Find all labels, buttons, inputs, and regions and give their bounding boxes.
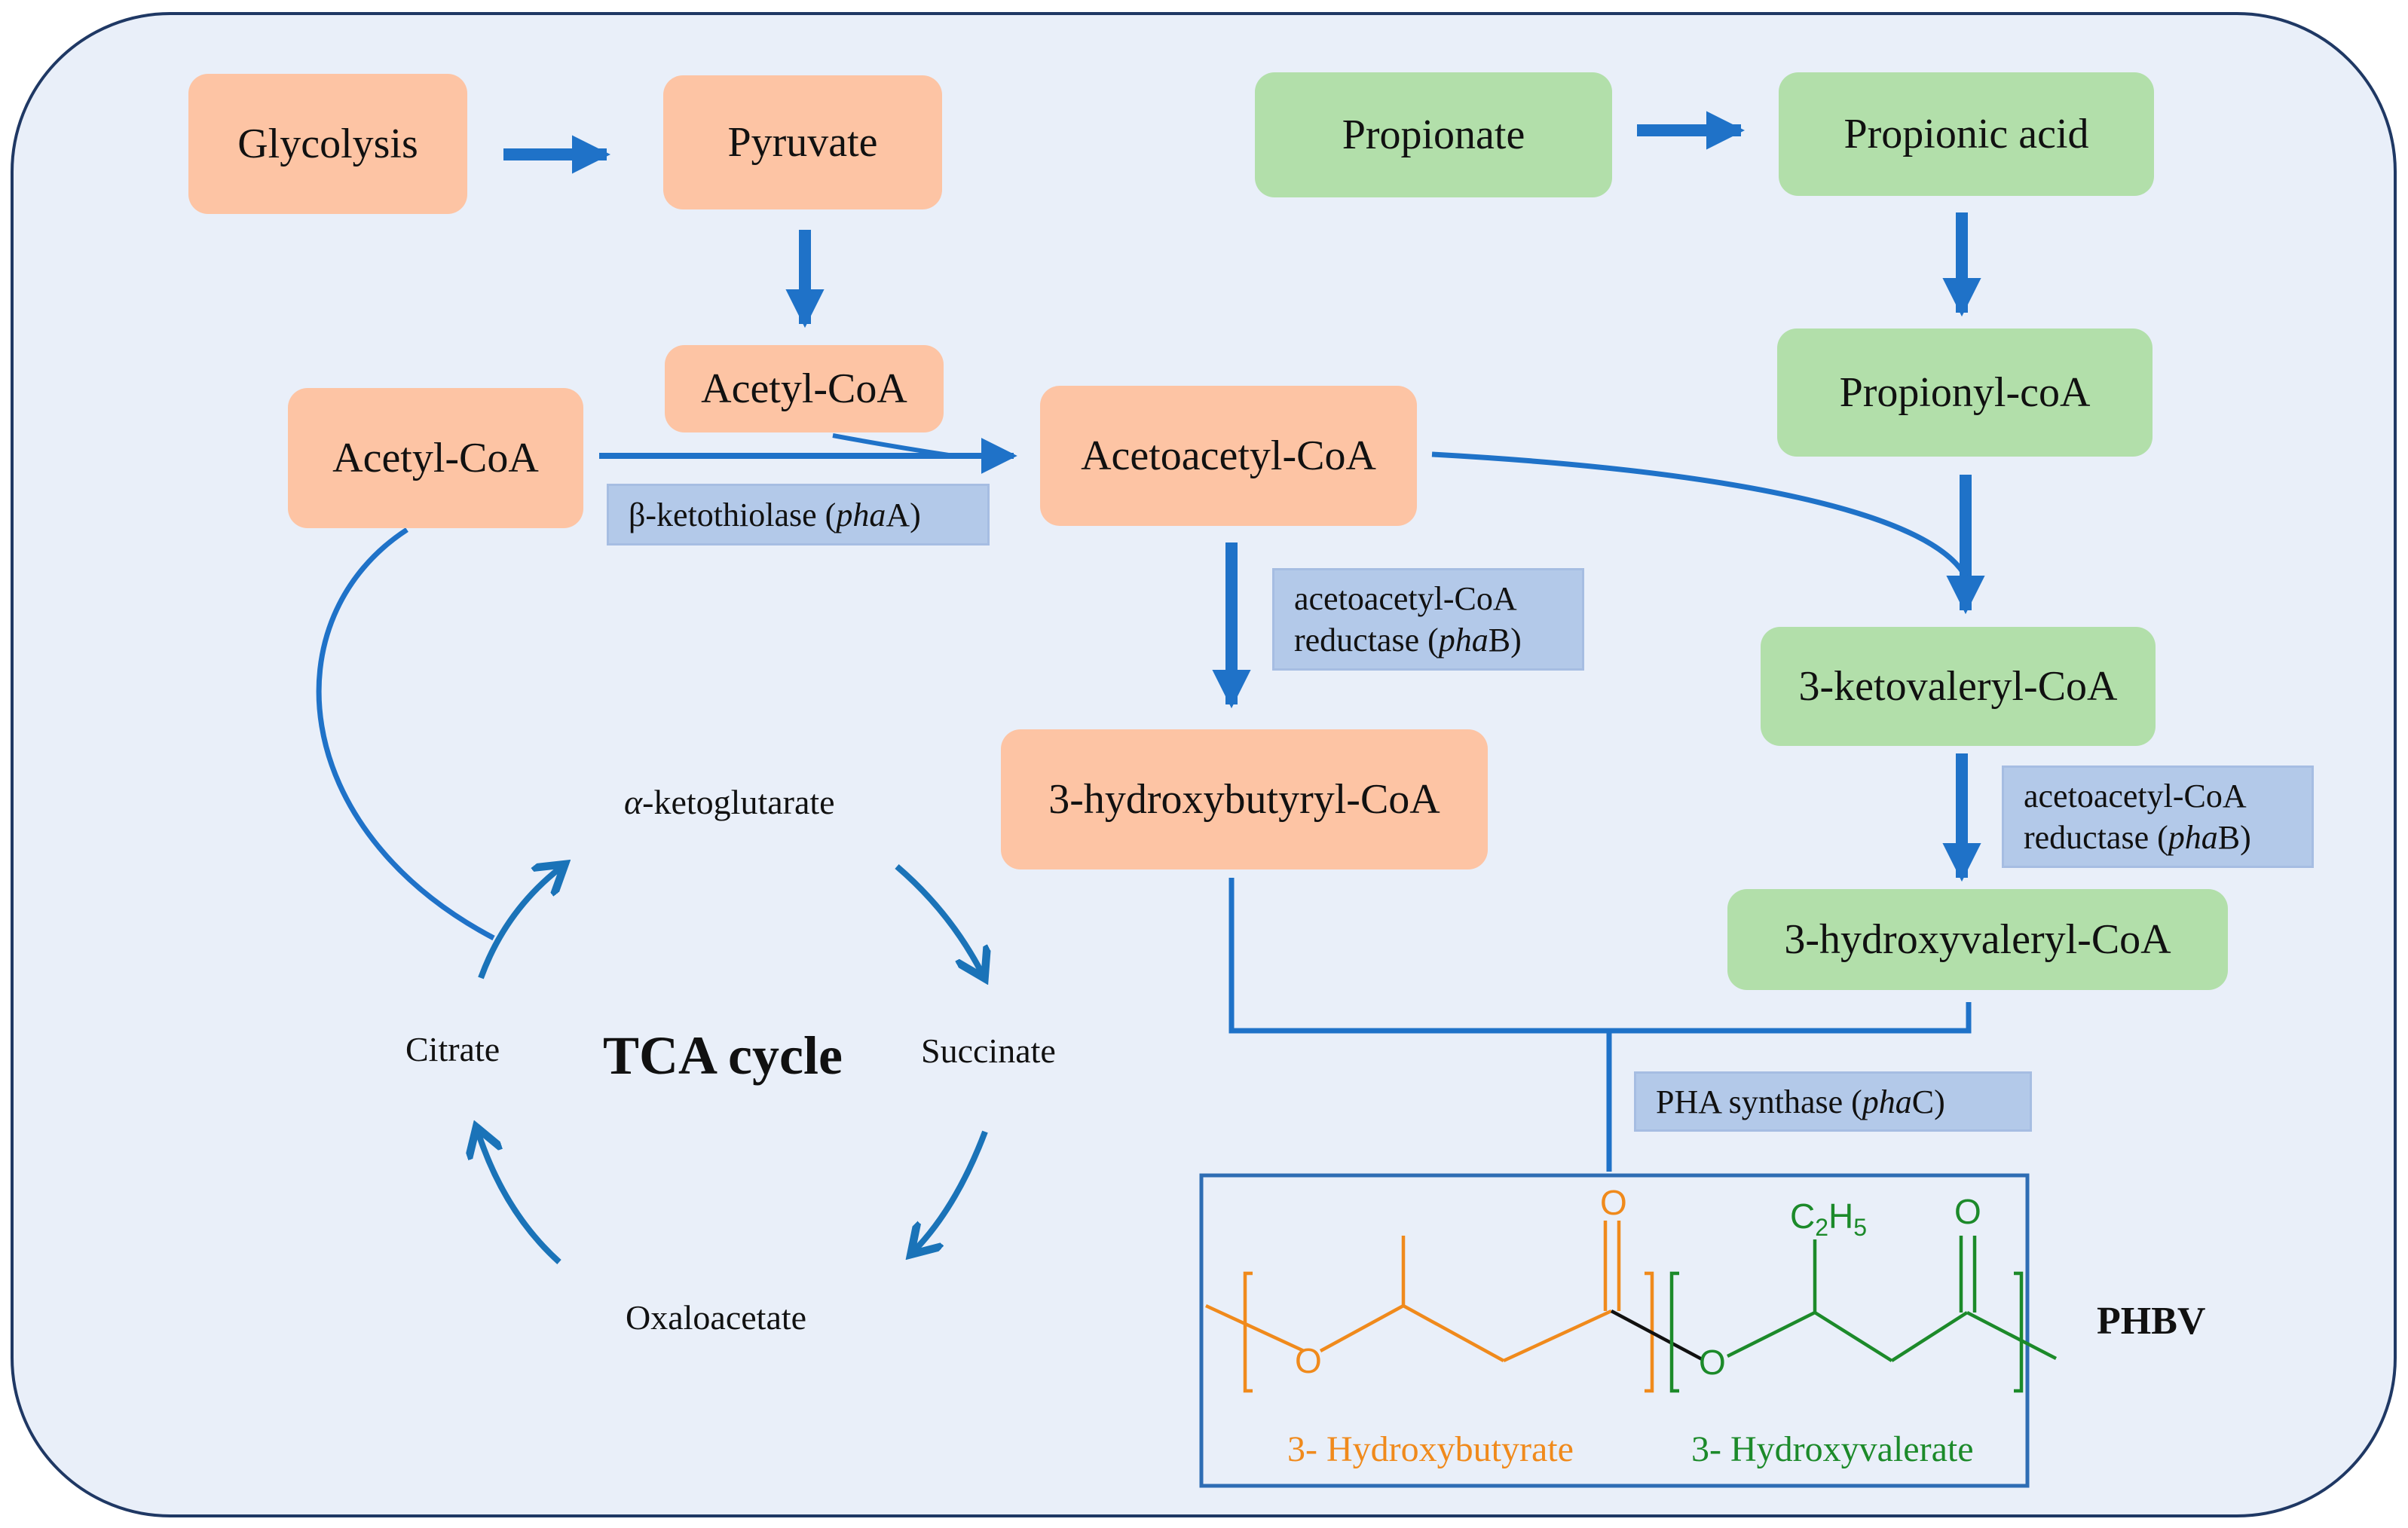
tca-arrow-citrate-akg [478, 869, 559, 979]
tca-citrate: Citrate [405, 1030, 500, 1068]
hb-oxygen-carbonyl: O [1600, 1183, 1627, 1222]
monomer-hydroxybutyrate-label: 3- Hydroxybutyrate [1287, 1429, 1574, 1469]
node-acetoacetyl-coa: Acetoacetyl-CoA [1040, 386, 1417, 526]
node-acetyl-coa-top: Acetyl-CoA [665, 345, 944, 432]
bond-link [1610, 1309, 1705, 1361]
tca-alpha-ketoglutarate: α-ketoglutarate [624, 783, 835, 821]
enzyme-phaC: PHA synthase (phaC) [1634, 1071, 2032, 1132]
enzyme-phaB-left: acetoacetyl-CoA reductase (phaB) [1272, 568, 1584, 671]
node-propionic-acid: Propionic acid [1779, 72, 2154, 196]
connector-hb-synthase [1228, 878, 1972, 1034]
node-ketovaleryl-coa: 3-ketovaleryl-CoA [1761, 627, 2156, 746]
node-glycolysis: Glycolysis [188, 74, 467, 214]
hv-oxygen-ester: O [1699, 1343, 1726, 1382]
hydroxyvalerate-structure [1669, 1236, 2058, 1393]
node-propionyl-coa: Propionyl-coA [1777, 329, 2153, 457]
node-acetyl-coa-left: Acetyl-CoA [288, 388, 583, 528]
monomer-hydroxyvalerate-label: 3- Hydroxyvalerate [1691, 1429, 1974, 1469]
phbv-structure-frame [1199, 1173, 2030, 1488]
node-propionate: Propionate [1255, 72, 1612, 197]
arrow-acetylcoa-top-merge [832, 433, 954, 458]
enzyme-phaB-right: acetoacetyl-CoA reductase (phaB) [2002, 766, 2314, 868]
hb-oxygen-ester: O [1295, 1341, 1322, 1380]
arrow-acetoacetyl-ketovaleryl [1431, 451, 1969, 578]
enzyme-phaA: β-ketothiolase (phaA) [607, 484, 990, 545]
arrow-citrate-acetylcoa [316, 527, 495, 941]
tca-cycle-title: TCA cycle [603, 1025, 843, 1086]
node-hydroxyvaleryl-coa: 3-hydroxyvaleryl-CoA [1727, 889, 2228, 990]
hydroxybutyrate-structure [1205, 1221, 1654, 1393]
node-hydroxybutyryl-coa: 3-hydroxybutyryl-CoA [1001, 729, 1488, 869]
tca-succinate: Succinate [921, 1031, 1056, 1070]
tca-arrow-succinate-oxaloacetate [916, 1130, 988, 1249]
node-pyruvate: Pyruvate [663, 75, 942, 209]
product-name: PHBV [2097, 1300, 2206, 1343]
tca-oxaloacetate: Oxaloacetate [626, 1298, 807, 1337]
tca-arrow-akg-succinate [895, 863, 981, 972]
tca-arrow-oxaloacetate-citrate [479, 1134, 561, 1264]
hv-oxygen-carbonyl: O [1954, 1192, 1981, 1231]
hv-ethyl-group: C2H5 [1790, 1196, 1867, 1241]
